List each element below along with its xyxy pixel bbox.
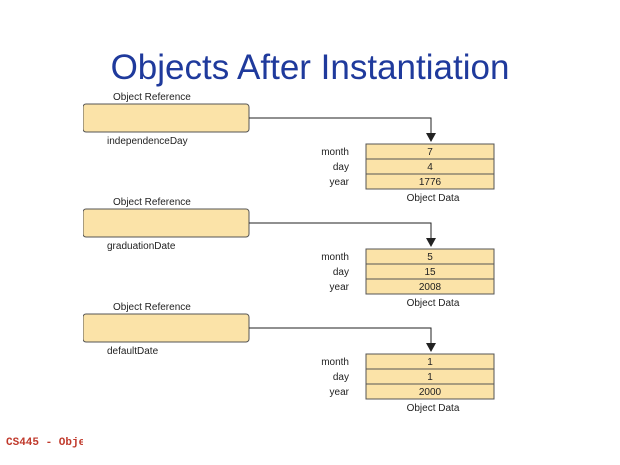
object-data-cell	[365, 173, 495, 190]
reference-arrowhead	[426, 343, 436, 352]
object-reference-box	[82, 313, 250, 343]
field-value: 15	[424, 267, 436, 278]
object-data-cell	[365, 383, 495, 400]
field-value: 4	[427, 162, 433, 173]
field-value: 2008	[419, 282, 442, 293]
object-data-label: Object Data	[407, 193, 460, 204]
field-value: 1776	[419, 177, 442, 188]
field-value: 7	[427, 147, 433, 158]
reference-arrow-line	[249, 117, 432, 134]
slide-title: Objects After Instantiation	[110, 48, 510, 87]
field-name-label: day	[333, 372, 349, 383]
variable-name-label: independenceDay	[107, 136, 188, 147]
object-diagram: Object Reference independenceDay month 7 day…	[82, 90, 496, 460]
object-reference-label: Object Reference	[113, 302, 191, 313]
field-value: 5	[427, 252, 433, 263]
object-data-label: Object Data	[407, 298, 460, 309]
object-reference-box	[82, 208, 250, 238]
field-name-label: day	[333, 267, 349, 278]
field-name-label: day	[333, 162, 349, 173]
field-name-label: month	[321, 357, 349, 368]
field-name-label: year	[330, 177, 350, 188]
field-name-label: year	[330, 387, 350, 398]
reference-arrowhead	[426, 238, 436, 247]
object-reference-label: Object Reference	[113, 92, 191, 103]
field-value: 1	[427, 357, 433, 368]
field-value: 1	[427, 372, 433, 383]
field-value: 2000	[419, 387, 442, 398]
object-reference-label: Object Reference	[113, 197, 191, 208]
reference-arrow-line	[249, 327, 432, 344]
field-name-label: month	[321, 252, 349, 263]
reference-arrow-line	[249, 222, 432, 239]
variable-name-label: graduationDate	[107, 241, 176, 252]
object-data-cell	[365, 278, 495, 295]
object-diagram-svg: Object Reference independenceDay month 7 day…	[82, 92, 495, 414]
field-name-label: month	[321, 147, 349, 158]
object-reference-box	[82, 103, 250, 133]
object-data-label: Object Data	[407, 403, 460, 414]
reference-arrowhead	[426, 133, 436, 142]
variable-name-label: defaultDate	[107, 346, 159, 357]
field-name-label: year	[330, 282, 350, 293]
